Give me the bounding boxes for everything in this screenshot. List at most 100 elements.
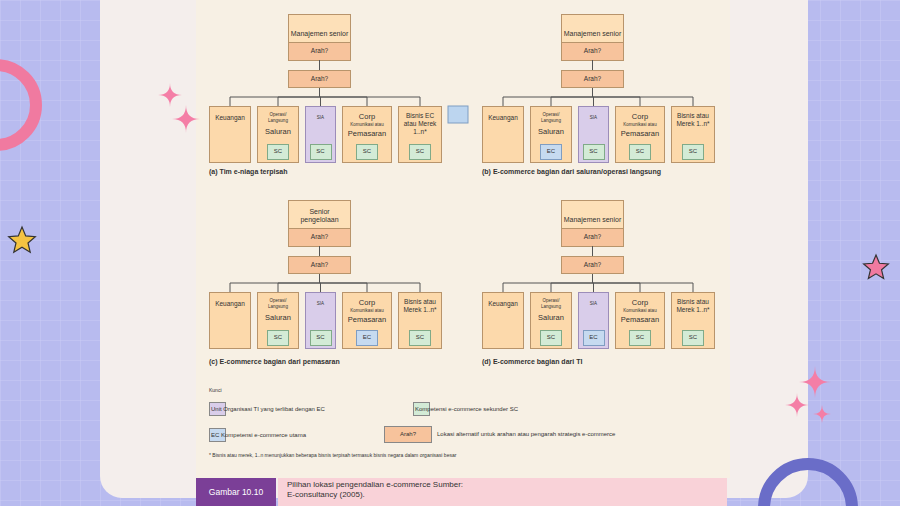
management-box: Manajemen seniorArah? xyxy=(561,200,624,246)
node-text: Arah? xyxy=(584,47,601,55)
node-text: Komunikasi atau xyxy=(623,308,656,314)
legend-text: Lokasi alternatif untuk arahan atau peng… xyxy=(437,431,615,438)
department-box: Operasi/ LangsungSaluranSC xyxy=(257,106,299,163)
node-text: Operasi/ Langsung xyxy=(539,298,563,309)
node-text: SC xyxy=(274,148,282,156)
node-text: SIA xyxy=(317,115,324,121)
org-connector xyxy=(551,274,593,292)
competence-badge: SC xyxy=(310,330,332,346)
node-text: Keuangan xyxy=(215,300,245,308)
node-text: SC xyxy=(316,148,324,156)
node-text: Keuangan xyxy=(215,114,245,122)
node-text: Bisnis atau Merek 1..n* xyxy=(672,112,714,128)
slide-frame xyxy=(100,0,808,498)
node-text: Komunikasi atau xyxy=(350,308,383,314)
node-text: Operasi/ Langsung xyxy=(539,112,563,123)
star-decoration xyxy=(9,227,36,252)
org-connector xyxy=(503,274,593,292)
it-unit-box: SIA SC xyxy=(305,106,336,163)
direction-band: Arah? xyxy=(561,42,624,61)
org-connector xyxy=(592,246,593,256)
node-text: Pemasaran xyxy=(348,315,386,324)
node-text: SC xyxy=(316,334,324,342)
org-connector xyxy=(503,88,593,106)
node-text: SIA xyxy=(317,301,324,307)
department-box: Keuangan xyxy=(482,292,524,349)
node-text: Arah? xyxy=(311,261,328,269)
node-text: Corp xyxy=(632,112,648,121)
node-text: Operasi/ Langsung xyxy=(266,298,290,309)
node-text: EC xyxy=(589,334,597,342)
competence-badge: SC xyxy=(629,144,651,160)
node-text: SC xyxy=(363,148,371,156)
figure-panel xyxy=(196,0,730,478)
department-box: CorpKomunikasi atauPemasaranSC xyxy=(615,292,665,349)
node-text: Pemasaran xyxy=(348,129,386,138)
competence-badge: SC xyxy=(629,330,651,346)
node-text: Bisnis atau Merek 1..n* xyxy=(399,298,441,314)
it-unit-box: SIA EC xyxy=(578,292,609,349)
node-text: Saluran xyxy=(265,313,291,322)
node-text: SIA xyxy=(590,301,597,307)
org-connector xyxy=(551,88,593,106)
department-box: Keuangan xyxy=(209,292,251,349)
node-text: SC xyxy=(416,148,424,156)
node-text: SC xyxy=(689,334,697,342)
node-text: Saluran xyxy=(538,127,564,136)
node-text: Keuangan xyxy=(488,300,518,308)
direction-box: Arah? xyxy=(561,256,624,274)
subfigure-title: (a) Tim e-niaga terpisah xyxy=(209,168,287,176)
node-text: Manajemen senior xyxy=(564,30,622,39)
business-box: Bisnis atau Merek 1..n*SC xyxy=(398,292,442,349)
competence-badge: EC xyxy=(540,144,562,160)
org-connector xyxy=(320,88,421,106)
competence-badge: SC xyxy=(356,144,378,160)
swatch-label: Arah? xyxy=(384,426,432,443)
note-text: * Bisnis atau merek, 1..n menunjukkan be… xyxy=(209,452,456,458)
node-text: Arah? xyxy=(311,233,328,241)
node-text: SC xyxy=(636,334,644,342)
ring-decoration xyxy=(764,464,852,506)
org-connector xyxy=(593,274,694,292)
competence-badge: SC xyxy=(409,144,431,160)
department-box: Operasi/ LangsungSaluranSC xyxy=(530,292,572,349)
org-connector xyxy=(592,60,593,70)
ring-decoration xyxy=(0,65,36,145)
org-connector xyxy=(319,246,320,256)
org-connector xyxy=(230,274,320,292)
direction-box: Arah? xyxy=(288,70,351,88)
star-decoration xyxy=(864,255,889,279)
node-text: Corp xyxy=(359,112,375,121)
node-text: Komunikasi atau xyxy=(623,122,656,128)
department-box: Operasi/ LangsungSaluranSC xyxy=(257,292,299,349)
competence-badge: SC xyxy=(267,330,289,346)
department-box: CorpKomunikasi atauPemasaranSC xyxy=(615,106,665,163)
department-box: CorpKomunikasi atauPemasaranEC xyxy=(342,292,392,349)
department-box: Keuangan xyxy=(482,106,524,163)
it-unit-box: SIA SC xyxy=(305,292,336,349)
note-text: Kunci xyxy=(209,387,222,393)
subfigure-title: (c) E-commerce bagian dari pemasaran xyxy=(209,358,340,366)
org-connector xyxy=(278,88,320,106)
node-text: Pemasaran xyxy=(621,129,659,138)
legend-text: Unit Organisasi TI yang terlibat dengan … xyxy=(211,406,325,413)
competence-badge: SC xyxy=(267,144,289,160)
org-connector xyxy=(593,88,641,106)
node-text: Keuangan xyxy=(488,114,518,122)
node-text: SC xyxy=(589,148,597,156)
management-box: Manajemen seniorArah? xyxy=(561,14,624,60)
node-text: EC xyxy=(363,334,371,342)
node-text: Operasi/ Langsung xyxy=(266,112,290,123)
department-box: CorpKomunikasi atauPemasaranSC xyxy=(342,106,392,163)
node-text: Arah? xyxy=(584,233,601,241)
it-unit-box: SIASC xyxy=(578,106,609,163)
node-text: SC xyxy=(274,334,282,342)
direction-band: Arah? xyxy=(288,228,351,247)
management-box: Senior pengelolaanArah? xyxy=(288,200,351,246)
department-box: Keuangan xyxy=(209,106,251,163)
node-text: Arah? xyxy=(311,47,328,55)
node-text: Bisnis EC atau Merek 1..n* xyxy=(399,112,441,136)
node-text: Corp xyxy=(359,298,375,307)
management-box: Manajemen seniorArah? xyxy=(288,14,351,60)
